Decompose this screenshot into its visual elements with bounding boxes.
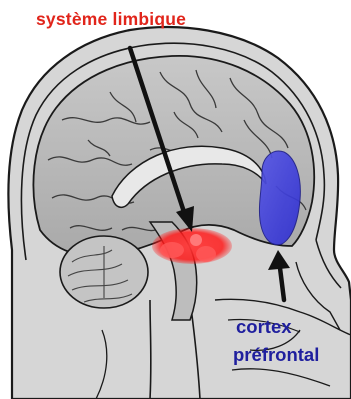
cerebellum — [60, 236, 148, 308]
prefrontal-cortex-label-line2: préfrontal — [233, 344, 319, 366]
limbic-system-highlight — [152, 228, 232, 264]
prefrontal-cortex-label-line1: cortex — [236, 316, 292, 338]
limbic-system-label: système limbique — [36, 9, 186, 30]
